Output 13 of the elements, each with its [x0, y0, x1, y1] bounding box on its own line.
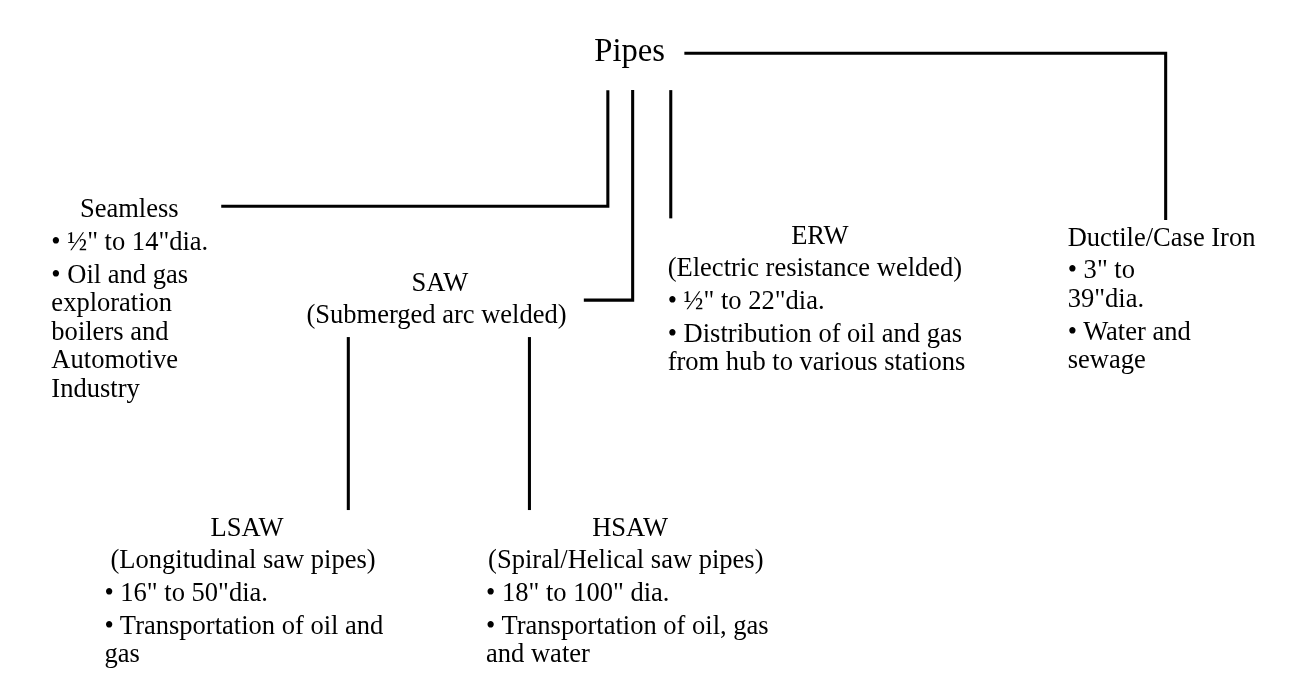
connector: [527, 337, 531, 511]
node-text: Ductile/Case Iron • 3" to 39"dia. • Water and sewage: [1067, 221, 1256, 375]
node-text: Pipes: [594, 31, 665, 68]
node-text: LSAW (Longitudinal saw pipes) • 16" to 50"dia. • Transportation of oil and gas: [104, 511, 384, 669]
node-text: Seamless • ½" to 14"dia. • Oil and gas exploration boilers and Automotive Industry: [51, 193, 209, 403]
connector: [669, 90, 673, 219]
connector: [346, 337, 350, 511]
node-text: ERW (Electric resistance welded) • ½" to 22"dia. • Distribution of oil and gas from hub to various stations: [667, 219, 966, 377]
connector: [221, 90, 610, 208]
connector: [684, 51, 1168, 220]
connector: [583, 90, 635, 302]
node-text: SAW (Submerged arc welded): [306, 266, 567, 330]
node-text: HSAW (Spiral/Helical saw pipes) • 18" to 100" dia. • Transportation of oil, gas and water: [486, 511, 769, 669]
